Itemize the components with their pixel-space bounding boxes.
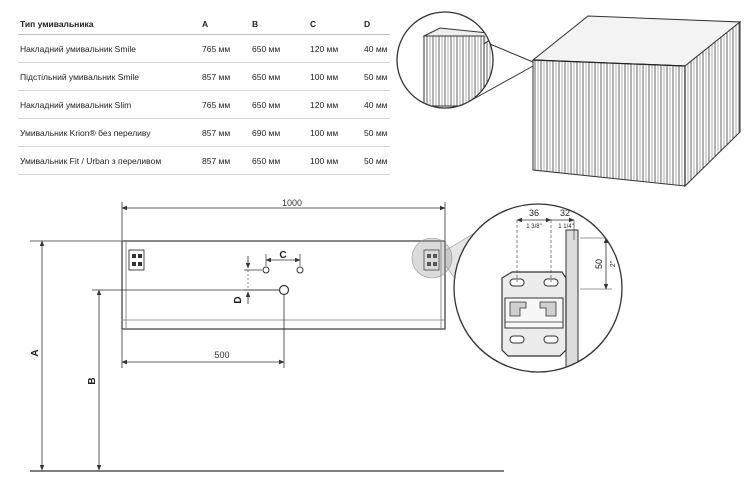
detail-inch-36: 1 3/8" — [526, 224, 541, 230]
label-a: A — [30, 349, 41, 356]
row-a: 857 мм — [202, 127, 231, 138]
table-header-row: Тип умивальника A B C D — [18, 14, 390, 35]
detail-dim-50: 50 — [594, 259, 604, 269]
row-type: Накладний умивальник Smile — [20, 43, 136, 54]
dimension-a: A — [30, 240, 122, 471]
row-d: 50 мм — [364, 155, 388, 166]
dimension-c: C — [265, 250, 301, 266]
mounting-bracket-right — [423, 249, 440, 271]
row-b: 650 мм — [252, 43, 281, 54]
header-c: C — [310, 19, 317, 29]
row-b: 650 мм — [252, 71, 281, 82]
row-a: 765 мм — [202, 99, 231, 110]
corner-zoom-view — [396, 11, 534, 109]
row-b: 650 мм — [252, 99, 281, 110]
dimension-width-label: 1000 — [282, 198, 302, 208]
row-a: 857 мм — [202, 71, 231, 82]
header-type: Тип умивальника — [20, 19, 94, 29]
row-type: Умивальник Krion® без переливу — [20, 127, 151, 138]
header-a: A — [202, 19, 209, 29]
row-d: 50 мм — [364, 127, 388, 138]
row-c: 100 мм — [310, 71, 339, 82]
table-row: Накладний умивальник Smile 765 мм 650 мм… — [18, 35, 390, 63]
dimension-offset-label: 500 — [214, 350, 229, 360]
row-type: Умивальник Fit / Urban з переливом — [20, 155, 162, 166]
detail-inch-32: 1 1/4" — [558, 224, 573, 230]
label-c: C — [279, 250, 286, 261]
row-c: 100 мм — [310, 155, 339, 166]
row-a: 857 мм — [202, 155, 231, 166]
header-b: B — [252, 19, 259, 29]
dimension-width: 1000 — [121, 198, 446, 240]
table-row: Умивальник Fit / Urban з переливом 857 м… — [18, 147, 390, 175]
detail-callout-marker — [411, 237, 453, 279]
row-d: 40 мм — [364, 43, 388, 54]
row-a: 765 мм — [202, 43, 231, 54]
dimension-drain-offset: 500 — [121, 295, 285, 368]
label-d: D — [233, 296, 244, 303]
bracket-detail-view: 36 32 1 3/8" 1 1/4" 50 2" — [453, 203, 623, 373]
table-row: Підстільний умивальник Smile 857 мм 650 … — [18, 63, 390, 91]
row-b: 650 мм — [252, 155, 281, 166]
row-b: 690 мм — [252, 127, 281, 138]
front-elevation — [121, 237, 453, 330]
row-type: Підстільний умивальник Smile — [20, 71, 139, 82]
detail-dim-32: 32 — [560, 208, 570, 218]
row-type: Накладний умивальник Slim — [20, 99, 132, 110]
row-c: 120 мм — [310, 99, 339, 110]
row-c: 100 мм — [310, 127, 339, 138]
row-d: 40 мм — [364, 99, 388, 110]
table-row: Накладний умивальник Slim 765 мм 650 мм … — [18, 91, 390, 119]
header-d: D — [364, 19, 371, 29]
dimension-table: Тип умивальника A B C D Накладний умивал… — [18, 14, 390, 175]
fixing-hole — [262, 266, 270, 274]
cabinet-3d-view — [531, 15, 742, 188]
label-b: B — [87, 377, 98, 384]
fixing-hole — [296, 266, 304, 274]
row-c: 120 мм — [310, 43, 339, 54]
table-row: Умивальник Krion® без переливу 857 мм 69… — [18, 119, 390, 147]
dimension-b: B — [87, 289, 280, 471]
drain-hole — [278, 284, 290, 296]
row-d: 50 мм — [364, 71, 388, 82]
mounting-bracket-left — [128, 249, 145, 271]
detail-dim-36: 36 — [529, 208, 539, 218]
detail-inch-50: 2" — [610, 260, 617, 267]
